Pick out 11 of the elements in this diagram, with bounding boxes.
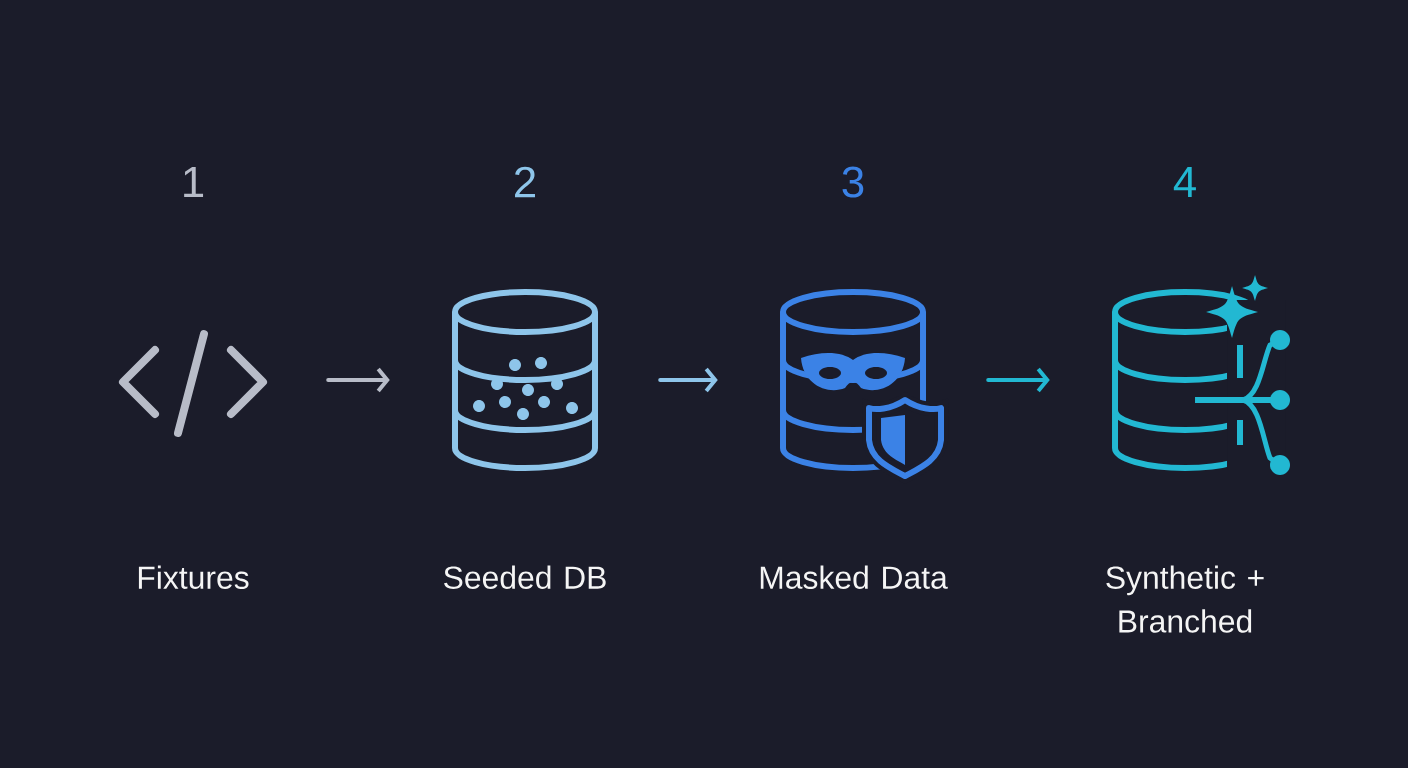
step-label: Masked Data (760, 565, 948, 589)
arrow (986, 367, 1050, 393)
step-label: Fixtures (138, 565, 249, 589)
step-number: 1 (184, 166, 204, 198)
step-number: 2 (515, 166, 535, 198)
arrow (326, 367, 390, 393)
step-number: 4 (1173, 166, 1196, 198)
step-label: Synthetic + Branched (1106, 565, 1264, 633)
arrow (658, 367, 718, 393)
step-number: 3 (842, 166, 864, 198)
step-label: Seeded DB (444, 565, 606, 589)
